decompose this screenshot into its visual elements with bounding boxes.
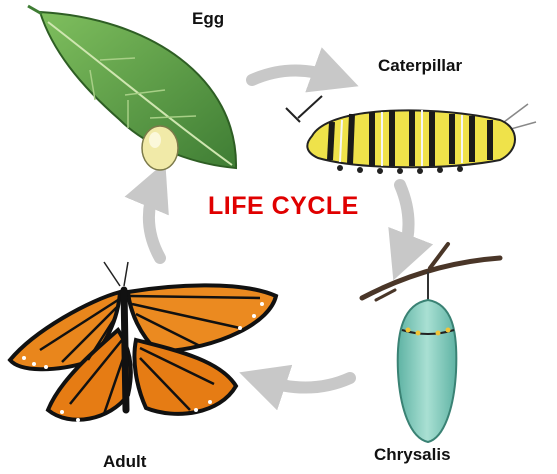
stage-label-caterpillar: Caterpillar (378, 56, 462, 76)
stage-label-chrysalis: Chrysalis (374, 445, 451, 465)
leaf-with-egg-icon (28, 6, 236, 170)
diagram-title: LIFE CYCLE (208, 192, 359, 221)
stage-label-adult: Adult (103, 452, 146, 472)
arrow-caterpillar-to-chrysalis (400, 185, 409, 258)
arrow-egg-to-caterpillar (252, 70, 336, 80)
caterpillar-icon (286, 96, 536, 174)
monarch-butterfly-icon (10, 262, 276, 422)
stage-label-egg: Egg (192, 9, 224, 29)
arrow-adult-to-egg (149, 184, 160, 258)
chrysalis-icon (362, 244, 500, 442)
arrow-chrysalis-to-adult (262, 378, 350, 388)
